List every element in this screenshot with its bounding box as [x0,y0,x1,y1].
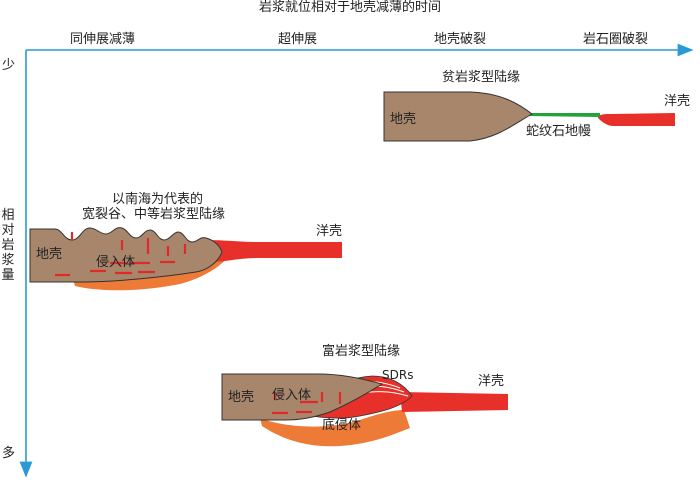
x-axis-title: 岩浆就位相对于地壳减薄的时间 [258,0,441,15]
stage-label-hyperextension: 超伸展 [278,32,318,47]
rich-underplating-body [260,410,410,447]
rich-underplating-label: 底侵体 [322,418,362,433]
rich-oceanic-label: 洋壳 [478,374,505,389]
stage-label-syn-extension: 同伸展减薄 [70,32,136,47]
rich-margin-title: 富岩浆型陆缘 [322,344,401,359]
intermediate-title-line1: 以南海为代表的 [112,192,204,207]
poor-oceanic-label: 洋壳 [664,94,691,109]
intermediate-intrusion-dashes [55,232,187,277]
rich-continental-crust [221,373,384,421]
poor-serpentinite-mantle [528,113,600,117]
poor-continental-crust [383,91,533,142]
poor-margin-title: 贫岩浆型陆缘 [442,70,521,85]
poor-serpentinite-label: 蛇纹石地幔 [526,124,592,139]
rich-intrusion-label: 侵入体 [272,388,312,403]
y-axis-low-label: 少 [2,58,16,73]
rich-intrusion-dashes [272,392,342,415]
stage-label-lithosphere-breakup: 岩石圈破裂 [583,32,649,47]
y-axis-title: 相对岩浆量 [1,208,15,283]
rich-crust-label: 地壳 [228,390,255,405]
poor-crust-label: 地壳 [390,112,417,127]
rich-oceanic-crust [400,392,508,412]
rich-magma-margin [221,373,508,447]
intermediate-title-line2: 宽裂谷、中等岩浆型陆缘 [82,207,226,222]
intermediate-oceanic-label: 洋壳 [316,224,343,239]
poor-magma-margin [383,91,675,142]
intermediate-continental-crust [29,227,223,283]
y-axis-high-label: 多 [2,446,16,461]
poor-oceanic-crust [598,113,675,126]
intermediate-oceanic-crust [205,240,342,262]
intermediate-intrusion-label: 侵入体 [96,255,136,270]
rich-sdrs-label: SDRs [382,368,414,382]
intermediate-magma-margin [29,227,342,291]
intermediate-crust-label: 地壳 [36,247,63,262]
stage-label-crustal-breakup: 地壳破裂 [434,32,487,47]
